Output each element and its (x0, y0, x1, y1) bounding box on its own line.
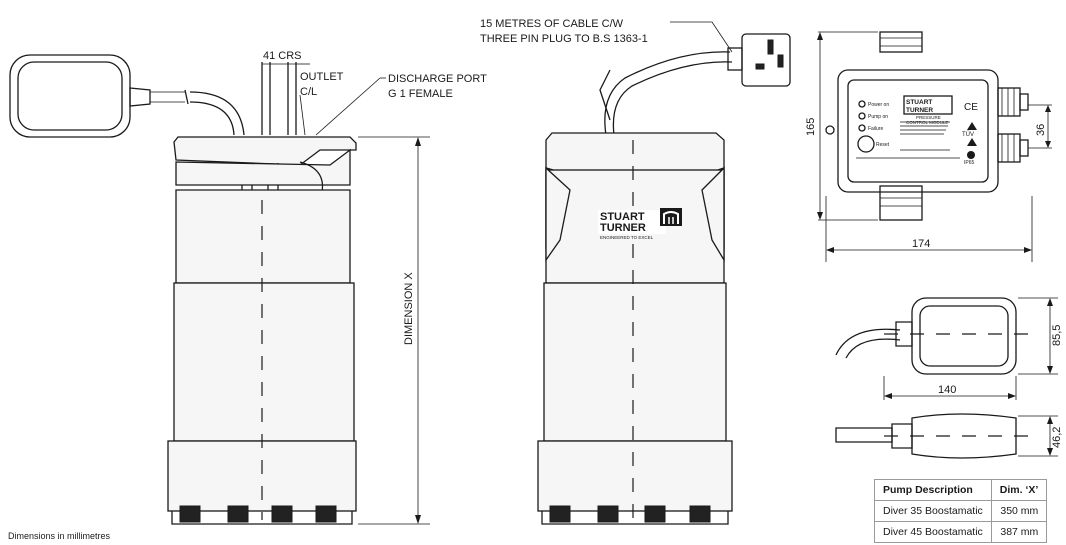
brand-line1: STUART (600, 211, 645, 223)
dim-float-thickness: 46,2 (1051, 427, 1063, 448)
discharge-port-label: DISCHARGE PORT (388, 73, 487, 85)
brand-line2: TURNER (600, 222, 646, 234)
reset-label: Reset (876, 142, 890, 148)
module-title-2: CONTROL MODULE (906, 120, 948, 125)
row-dim: 387 mm (990, 521, 1048, 543)
cable-label: 15 METRES OF CABLE C/W (480, 18, 624, 30)
table-row: Diver 35 Boostamatic 350 mm (874, 500, 1048, 522)
ce-mark: CE (964, 102, 978, 113)
dimension-table: Pump Description Dim. ‘X’ Diver 35 Boost… (874, 479, 1048, 543)
dim-module-height: 165 (805, 118, 817, 136)
cable-glands (997, 87, 1029, 163)
float-side-view (835, 413, 1058, 459)
pump-front-view (537, 33, 791, 525)
outlet-label: OUTLET (300, 71, 344, 83)
discharge-thread-label: G 1 FEMALE (388, 88, 453, 100)
row-description: Diver 35 Boostamatic (874, 500, 992, 522)
dimension-x-label: DIMENSION X (403, 272, 415, 345)
base-feet (171, 505, 353, 525)
dim-module-side: 36 (1035, 124, 1047, 136)
base-feet-front (541, 505, 729, 525)
dimension-x-callout (358, 136, 430, 525)
module-brand-2: TURNER (906, 107, 933, 114)
dim-module-width: 174 (912, 238, 930, 250)
crs-label: 41 CRS (263, 50, 302, 62)
led-failure-label: Failure (868, 126, 884, 132)
float-switch (9, 54, 189, 138)
plug-label: THREE PIN PLUG TO B.S 1363-1 (480, 33, 648, 45)
control-module (817, 31, 1052, 262)
led-pump-label: Pump on (868, 114, 888, 120)
led-power-label: Power on (868, 102, 889, 108)
ip-mark: IP65 (964, 160, 975, 166)
row-dim: 350 mm (990, 500, 1048, 522)
brand-tagline: ENGINEERED TO EXCEL (600, 235, 654, 240)
dim-float-width: 140 (938, 384, 956, 396)
dim-float-height: 85,5 (1051, 325, 1063, 346)
module-brand-1: STUART (906, 99, 932, 106)
pump-side-view (9, 54, 386, 525)
col-header-description: Pump Description (874, 479, 992, 501)
outlet-cl-label: C/L (300, 86, 317, 98)
module-title-1: PRESSURE (916, 115, 941, 120)
table-row: Diver 45 Boostamatic 387 mm (874, 521, 1048, 543)
row-description: Diver 45 Boostamatic (874, 521, 992, 543)
float-top-view (835, 297, 1058, 400)
tuv-mark: TÜV (962, 131, 974, 138)
brand-logo (598, 208, 682, 234)
col-header-dim: Dim. ‘X’ (990, 479, 1048, 501)
table-header-row: Pump Description Dim. ‘X’ (874, 479, 1048, 501)
footnote: Dimensions in millimetres (8, 531, 111, 541)
three-pin-plug (727, 33, 791, 87)
